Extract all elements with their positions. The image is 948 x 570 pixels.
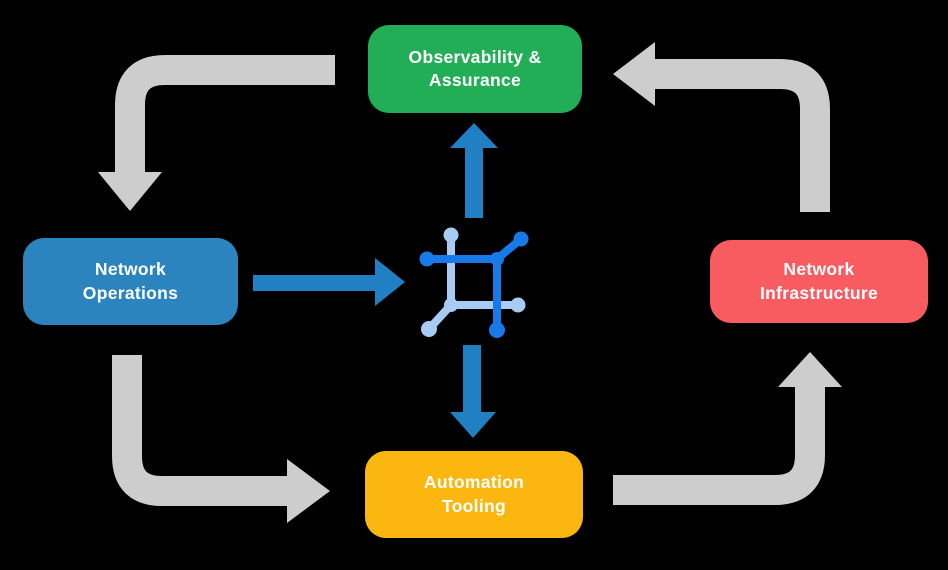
cycle-arrow-autotool-to-netinfra bbox=[613, 352, 842, 505]
node-network-operations: Network Operations bbox=[23, 238, 238, 325]
cycle-arrow-head bbox=[778, 352, 842, 387]
hub-icon-dark-node bbox=[419, 251, 435, 267]
node-label: Observability & Assurance bbox=[408, 46, 542, 90]
node-label: Automation Tooling bbox=[423, 472, 525, 516]
cycle-arrow-shaft bbox=[655, 59, 830, 212]
hub-icon-light-node bbox=[421, 321, 437, 337]
cycle-arrow-head bbox=[98, 172, 162, 211]
cycle-arrow-shaft bbox=[112, 355, 287, 506]
cycle-arrow-netinfra-to-obs bbox=[613, 42, 830, 212]
hub-icon-dark-corner-node bbox=[490, 252, 504, 266]
network-automation-hub-icon bbox=[419, 227, 529, 338]
cycle-arrow-shaft bbox=[613, 387, 825, 505]
node-observability-assurance: Observability & Assurance bbox=[368, 25, 582, 113]
cycle-arrow-netops-to-autotool bbox=[112, 355, 330, 523]
hub-arrow-hub-to-autotool bbox=[450, 345, 496, 438]
node-label: Network Operations bbox=[82, 259, 179, 303]
cycle-arrow-head bbox=[287, 459, 330, 523]
hub-icon-light-node bbox=[510, 297, 526, 313]
node-network-infrastructure: Network Infrastructure bbox=[710, 240, 928, 323]
cycle-arrow-obs-to-netops bbox=[98, 55, 335, 211]
node-label: Network Infrastructure bbox=[760, 259, 878, 303]
hub-icon-light-corner-node bbox=[444, 298, 458, 312]
node-automation-tooling: Automation Tooling bbox=[365, 451, 583, 538]
cycle-arrow-shaft bbox=[115, 55, 335, 172]
hub-arrow-netops-to-hub bbox=[253, 258, 405, 306]
hub-icon-dark-node bbox=[489, 322, 505, 338]
hub-icon-dark-node bbox=[513, 231, 529, 247]
cycle-arrow-head bbox=[613, 42, 655, 106]
hub-icon-light-node bbox=[443, 227, 459, 243]
hub-arrow-hub-to-obs bbox=[450, 123, 498, 218]
